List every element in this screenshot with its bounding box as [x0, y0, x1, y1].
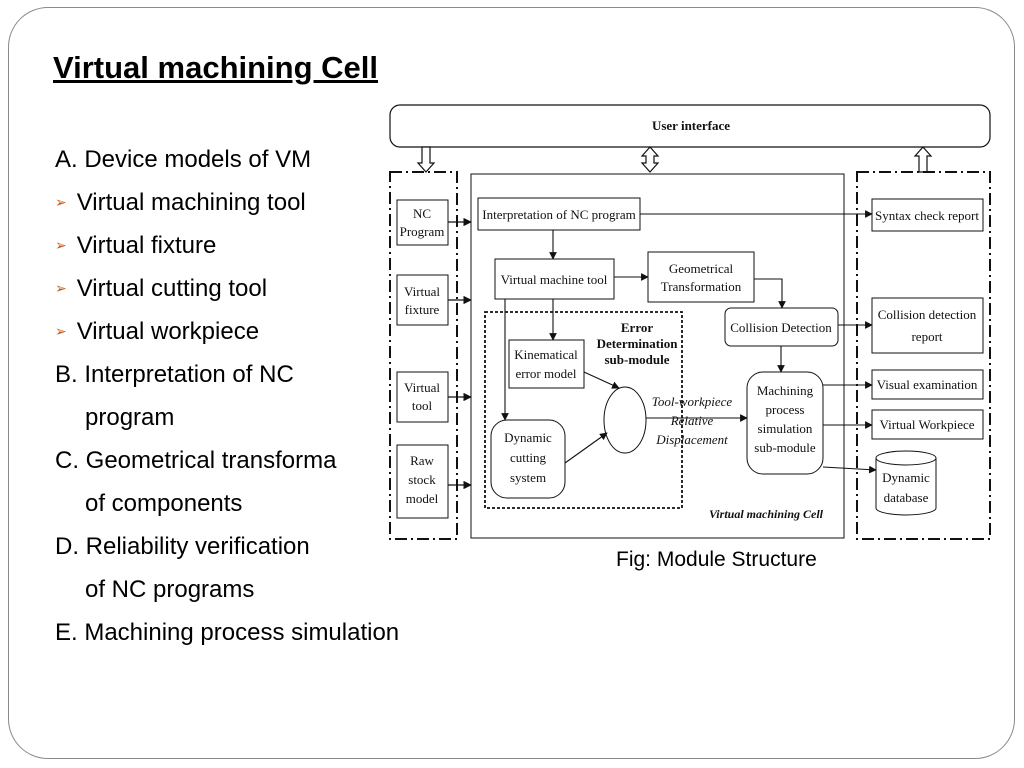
- geometrical-line2: Transformation: [661, 279, 742, 294]
- bullet-virtual-workpiece: ➢Virtual workpiece: [55, 318, 260, 345]
- dynamic-cutting-line1: Dynamic: [504, 430, 552, 445]
- syntax-check-box: [871, 198, 984, 232]
- section-b-cont: program: [85, 404, 175, 431]
- bullet-virtual-fixture: ➢Virtual fixture: [55, 232, 217, 259]
- virtual-fixture-line1: Virtual: [404, 284, 440, 299]
- section-c: C. Geometrical transforma: [55, 447, 337, 474]
- figure-caption: Fig: Module Structure: [616, 548, 817, 571]
- error-determination-frame: [484, 311, 683, 509]
- collision-report-line2: report: [911, 329, 942, 344]
- error-title-line3: sub-module: [604, 352, 669, 367]
- kinematical-to-node-arrow: [583, 371, 620, 389]
- raw-stock-line3: model: [406, 491, 439, 506]
- user-interface-box: [389, 104, 991, 148]
- visual-examination-label: Visual examination: [877, 377, 978, 392]
- virtual-machine-tool-box: [494, 258, 615, 300]
- dynamic-database-cylinder: [875, 458, 937, 516]
- dynamic-cutting-box: [490, 419, 566, 499]
- cell-label: Virtual machining Cell: [709, 507, 824, 521]
- virtual-tool-line2: tool: [412, 398, 433, 413]
- machining-sim-line3: simulation: [758, 421, 813, 436]
- dynamic-cutting-line2: cutting: [510, 450, 547, 465]
- summing-node: [603, 386, 647, 454]
- relative-line1: Tool-workpiece: [652, 394, 733, 409]
- bullet-virtual-cutting-tool: ➢Virtual cutting tool: [55, 275, 268, 302]
- nc-program-box: [396, 199, 449, 246]
- dynamic-database-top: [875, 450, 937, 466]
- raw-stock-line2: stock: [408, 472, 436, 487]
- module-structure-diagram: User interface Virtual machining Cell Er…: [389, 104, 991, 540]
- kinematical-error-box: [508, 339, 585, 389]
- machining-sim-line4: sub-module: [754, 440, 816, 455]
- collision-detection-label: Collision Detection: [730, 320, 832, 335]
- section-d-cont: of NC programs: [85, 576, 255, 603]
- section-b: B. Interpretation of NC: [55, 361, 294, 388]
- error-title-line1: Error: [621, 320, 653, 335]
- machining-sim-line1: Machining: [757, 383, 814, 398]
- virtual-machine-tool-label: Virtual machine tool: [501, 272, 608, 287]
- geometrical-transformation-box: [647, 251, 755, 303]
- section-a: A. Device models of VM: [55, 146, 312, 173]
- ui-down-arrow-icon: [416, 146, 436, 173]
- virtual-tool-box: [396, 371, 449, 423]
- bullet-arrow-icon: ➢: [55, 194, 67, 210]
- database-line2: database: [884, 490, 929, 505]
- dynamic-cutting-line3: system: [510, 470, 546, 485]
- sim-to-database-arrow: [822, 465, 877, 474]
- raw-stock-model-box: [396, 444, 449, 519]
- ui-double-arrow-icon: [640, 146, 660, 173]
- collision-report-line1: Collision detection: [878, 307, 977, 322]
- database-line1: Dynamic: [882, 470, 930, 485]
- virtual-fixture-box: [396, 274, 449, 326]
- collision-report-box: [871, 297, 984, 354]
- geometrical-line1: Geometrical: [669, 261, 734, 276]
- output-group-frame: [856, 171, 991, 540]
- machining-simulation-box: [746, 371, 824, 475]
- section-d: D. Reliability verification: [55, 533, 310, 560]
- nc-program-line1: NC: [413, 206, 431, 221]
- slide-title: Virtual machining Cell: [53, 50, 379, 85]
- kinematical-line2: error model: [515, 366, 576, 381]
- bullet-arrow-icon: ➢: [55, 323, 67, 339]
- geom-to-collision-arrow: [754, 278, 786, 309]
- virtual-fixture-line2: fixture: [405, 302, 440, 317]
- bullet-virtual-machining-tool: ➢Virtual machining tool: [55, 189, 306, 216]
- interpretation-box: [477, 197, 641, 231]
- section-e: E. Machining process simulation: [55, 619, 400, 646]
- error-title-line2: Determination: [597, 336, 679, 351]
- machining-sim-line2: process: [766, 402, 805, 417]
- bullet-list: A. Device models of VM ➢Virtual machinin…: [0, 0, 460, 768]
- ui-up-arrow-icon: [913, 146, 933, 173]
- interpretation-label: Interpretation of NC program: [482, 207, 635, 222]
- nc-program-line2: Program: [400, 224, 445, 239]
- virtual-workpiece-label: Virtual Workpiece: [879, 417, 974, 432]
- user-interface-label: User interface: [652, 118, 730, 133]
- syntax-check-label: Syntax check report: [875, 208, 979, 223]
- relative-line2: Relative: [670, 413, 714, 428]
- kinematical-line1: Kinematical: [514, 347, 578, 362]
- dynamic-to-node-arrow: [564, 432, 608, 464]
- virtual-workpiece-box: [871, 409, 984, 440]
- raw-stock-line1: Raw: [410, 453, 434, 468]
- visual-examination-box: [871, 369, 984, 400]
- bullet-arrow-icon: ➢: [55, 237, 67, 253]
- relative-line3: Displacement: [655, 432, 728, 447]
- virtual-tool-line1: Virtual: [404, 380, 440, 395]
- section-c-cont: of components: [85, 490, 243, 517]
- bullet-arrow-icon: ➢: [55, 280, 67, 296]
- input-group-frame: [389, 171, 458, 540]
